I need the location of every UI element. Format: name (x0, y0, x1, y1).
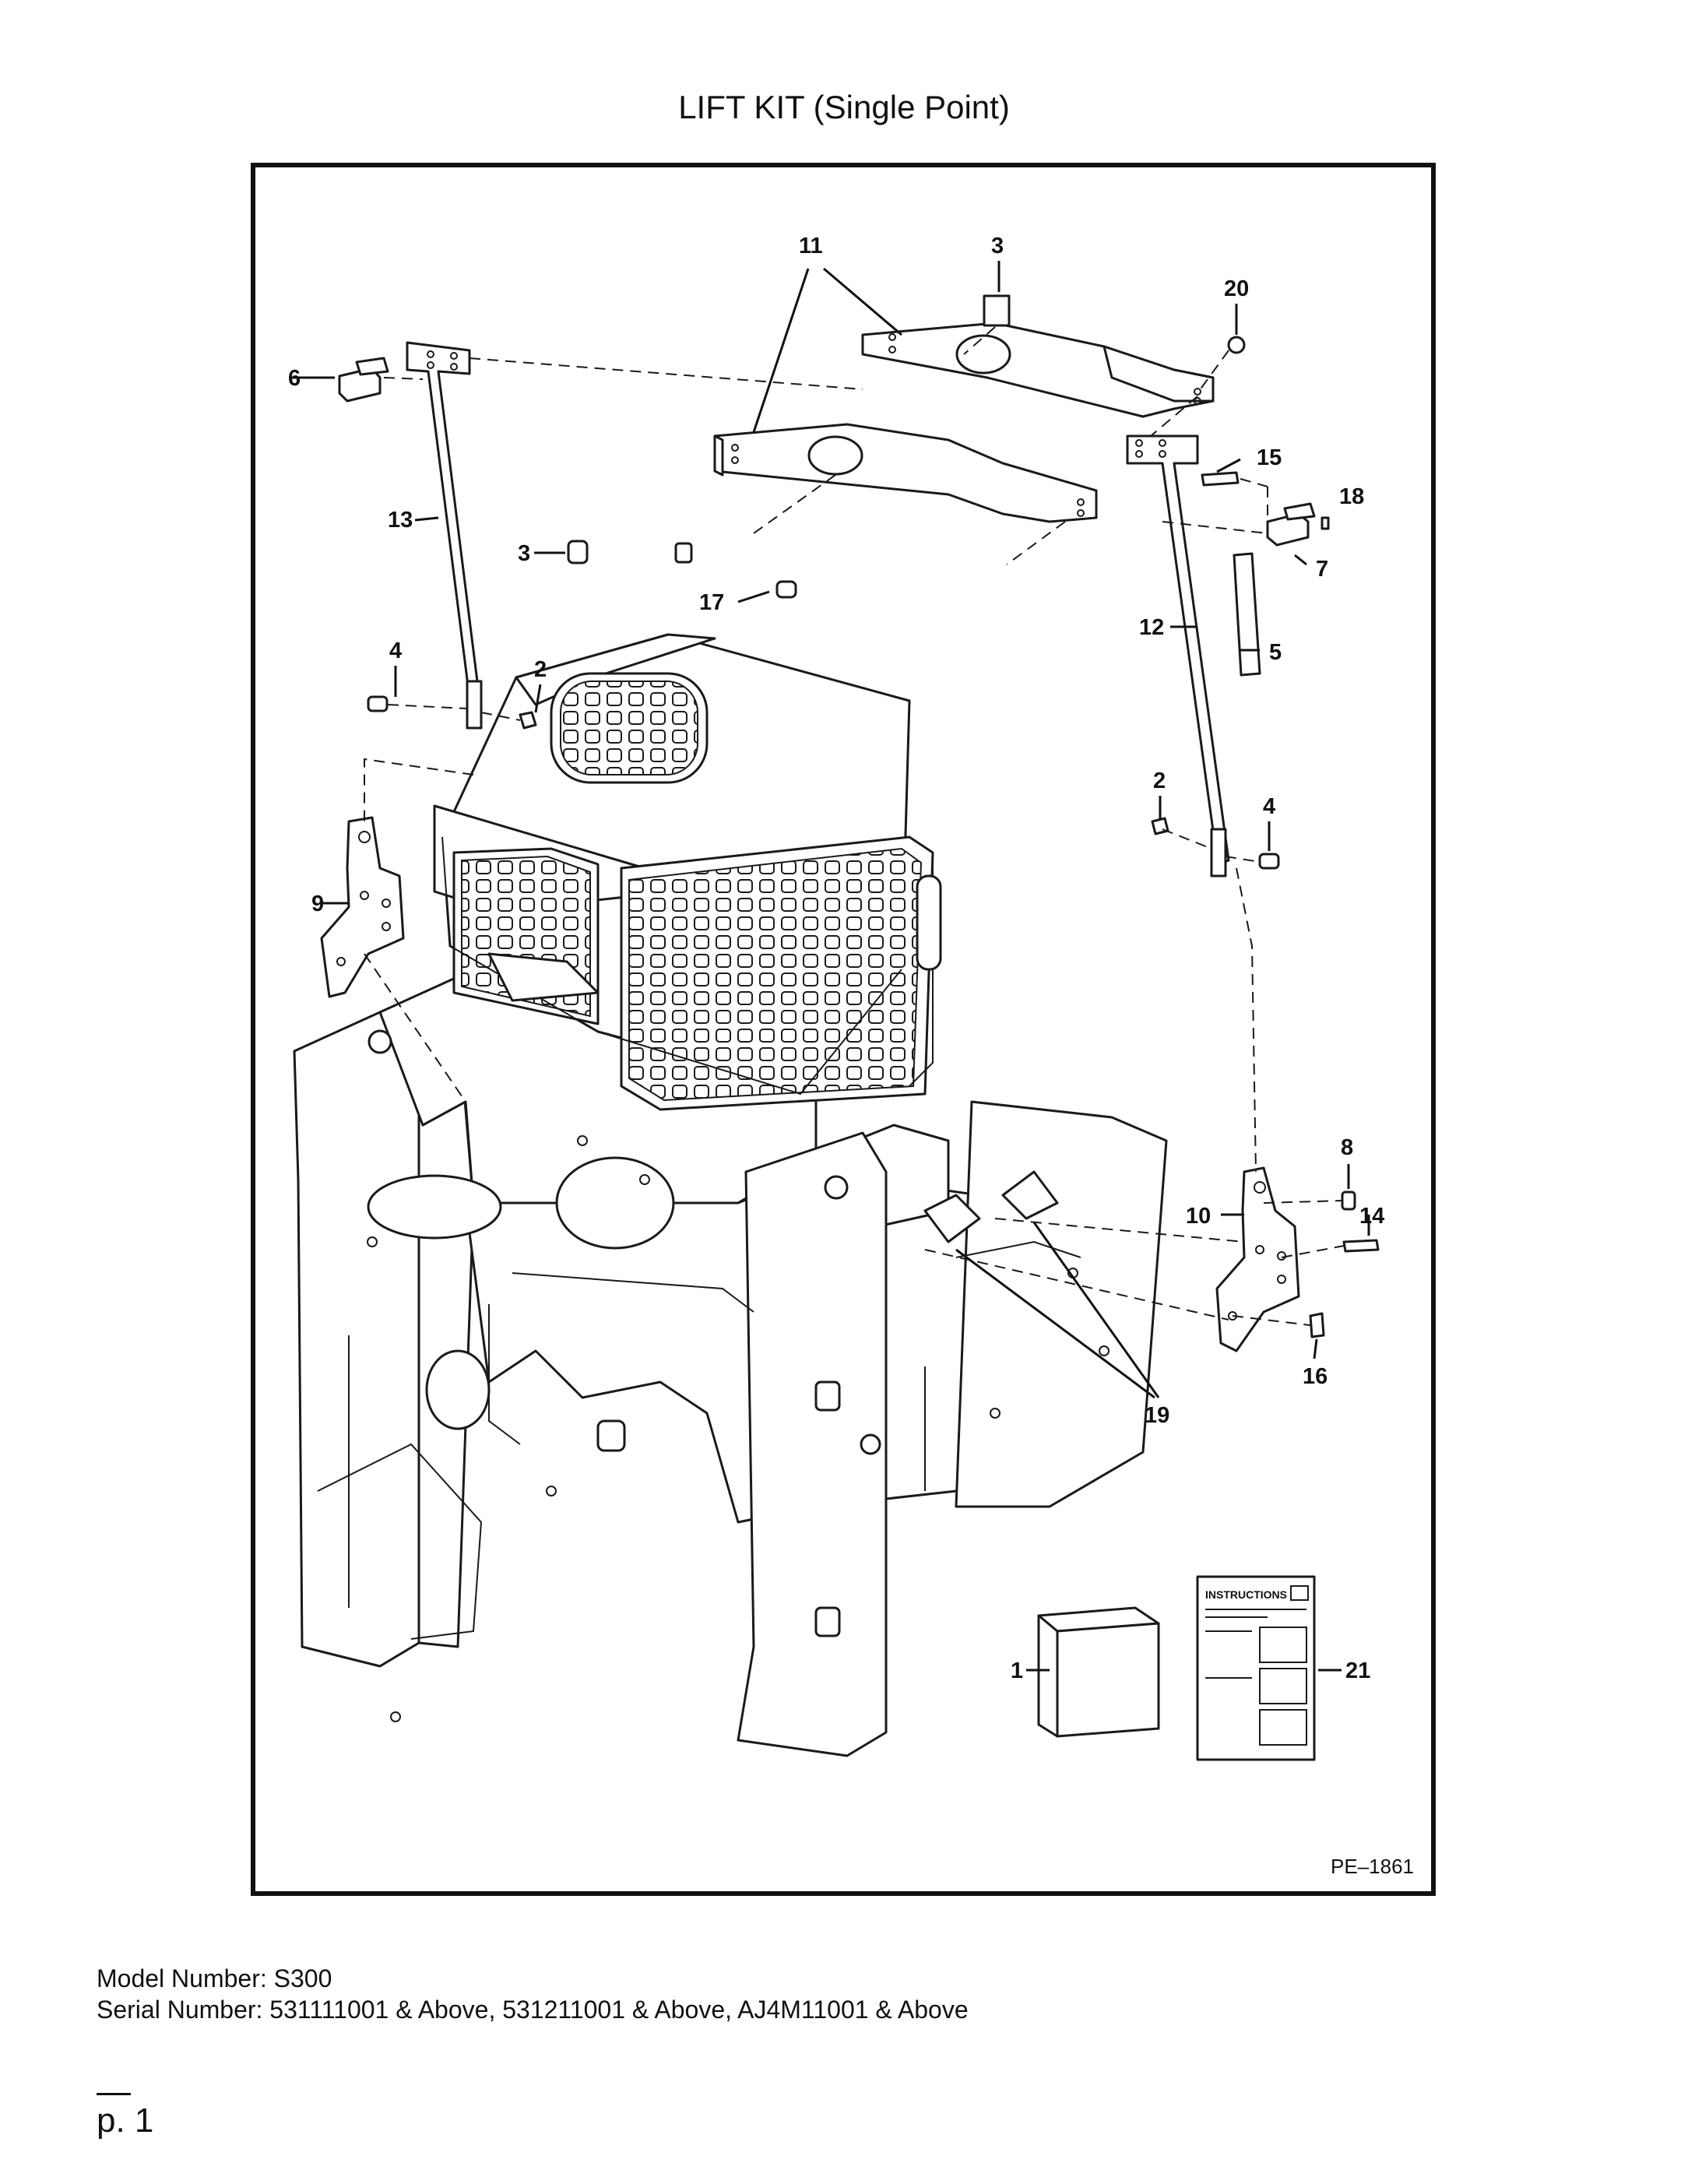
callout-9: 9 (311, 892, 324, 916)
kit-box-1 (1037, 1606, 1160, 1738)
callout-5: 5 (1269, 640, 1282, 665)
callout-19: 19 (1145, 1403, 1169, 1428)
callout-14: 14 (1359, 1204, 1384, 1229)
bracket-9 (320, 816, 405, 998)
exploded-view-drawing: INSTRUCTIONS (288, 234, 1384, 1761)
roof-mesh (560, 681, 698, 775)
loader-frame (293, 972, 1168, 1757)
callout-4-right: 4 (1263, 794, 1275, 819)
instruction-sheet-21: INSTRUCTIONS (1196, 1575, 1316, 1761)
callout-11: 11 (799, 234, 823, 258)
right-arm-12 (1126, 434, 1230, 877)
callout-15: 15 (1257, 445, 1282, 470)
assembly-lines (364, 326, 1345, 1326)
callout-7: 7 (1316, 557, 1328, 582)
callout-12: 12 (1139, 615, 1164, 640)
callout-1: 1 (1011, 1658, 1023, 1683)
left-arm-13 (406, 341, 483, 730)
page-title: LIFT KIT (Single Point) (678, 89, 1010, 125)
operator-cab (433, 633, 942, 1111)
callout-2-left: 2 (534, 657, 547, 682)
callout-18: 18 (1339, 484, 1364, 509)
callout-21: 21 (1345, 1658, 1370, 1683)
callout-3-upper: 3 (991, 234, 1004, 258)
callout-20: 20 (1224, 276, 1249, 301)
page-divider (97, 2093, 131, 2095)
parts-diagram: INSTRUCTIONS (251, 163, 1436, 1896)
figure-id: PE–1861 (1331, 1855, 1414, 1878)
leader-lines (293, 261, 1370, 1672)
page-number: p. 1 (97, 2101, 154, 2140)
model-number: Model Number: S300 (97, 1964, 332, 1992)
bracket-10 (1215, 1166, 1300, 1352)
callout-4-left: 4 (389, 638, 402, 663)
lift-channel-upper (861, 322, 1215, 418)
callouts: 11 3 20 6 15 18 13 3 7 17 12 5 4 2 2 4 9… (288, 234, 1384, 1683)
callout-8: 8 (1341, 1135, 1353, 1160)
lift-channel-lower (713, 423, 1098, 523)
serial-number: Serial Number: 531111001 & Above, 531211… (97, 1996, 969, 2024)
blocks-6-7 (338, 357, 1316, 547)
callout-10: 10 (1186, 1204, 1211, 1229)
callout-13: 13 (388, 508, 413, 533)
callout-2-right: 2 (1153, 768, 1166, 793)
instructions-label: INSTRUCTIONS (1205, 1588, 1287, 1601)
callout-3-lower: 3 (518, 541, 530, 566)
callout-6: 6 (288, 366, 301, 391)
callout-16: 16 (1303, 1364, 1328, 1389)
side-mesh (628, 847, 923, 1102)
callout-17: 17 (699, 590, 724, 615)
